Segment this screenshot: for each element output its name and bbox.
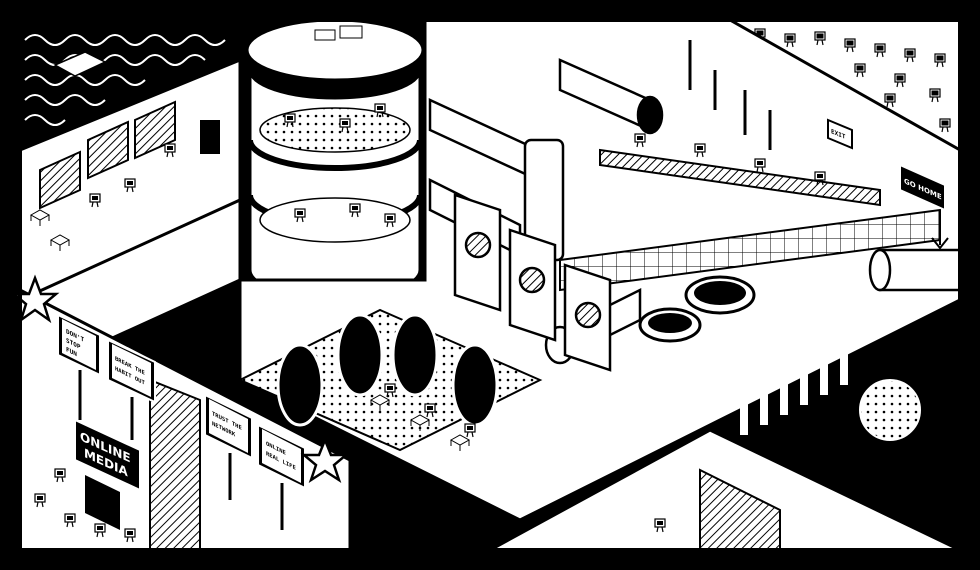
billboard-line: FUN	[66, 346, 77, 358]
billboards: DON'T STOP FUN BREAK THE HABIT OUT TRUST…	[57, 313, 306, 530]
water-zone	[20, 20, 240, 150]
billboard: TRUST THE NETWORK	[204, 393, 253, 500]
cylinder-tower	[245, 18, 425, 300]
gallery-room	[18, 57, 242, 303]
frame	[18, 18, 962, 552]
billboard: DON'T STOP FUN	[57, 313, 101, 420]
billboard: ONLINE REAL LIFE	[257, 423, 306, 530]
conveyor-belt	[599, 133, 881, 207]
online-media-sign: ONLINE MEDIA	[74, 418, 141, 530]
billboard: BREAK THE HABIT OUT	[107, 338, 156, 440]
hanging-pipes	[688, 40, 772, 150]
star-icon	[300, 436, 350, 483]
poster-screens	[453, 193, 612, 372]
floor-holes	[638, 275, 756, 343]
tunnel	[237, 308, 543, 452]
